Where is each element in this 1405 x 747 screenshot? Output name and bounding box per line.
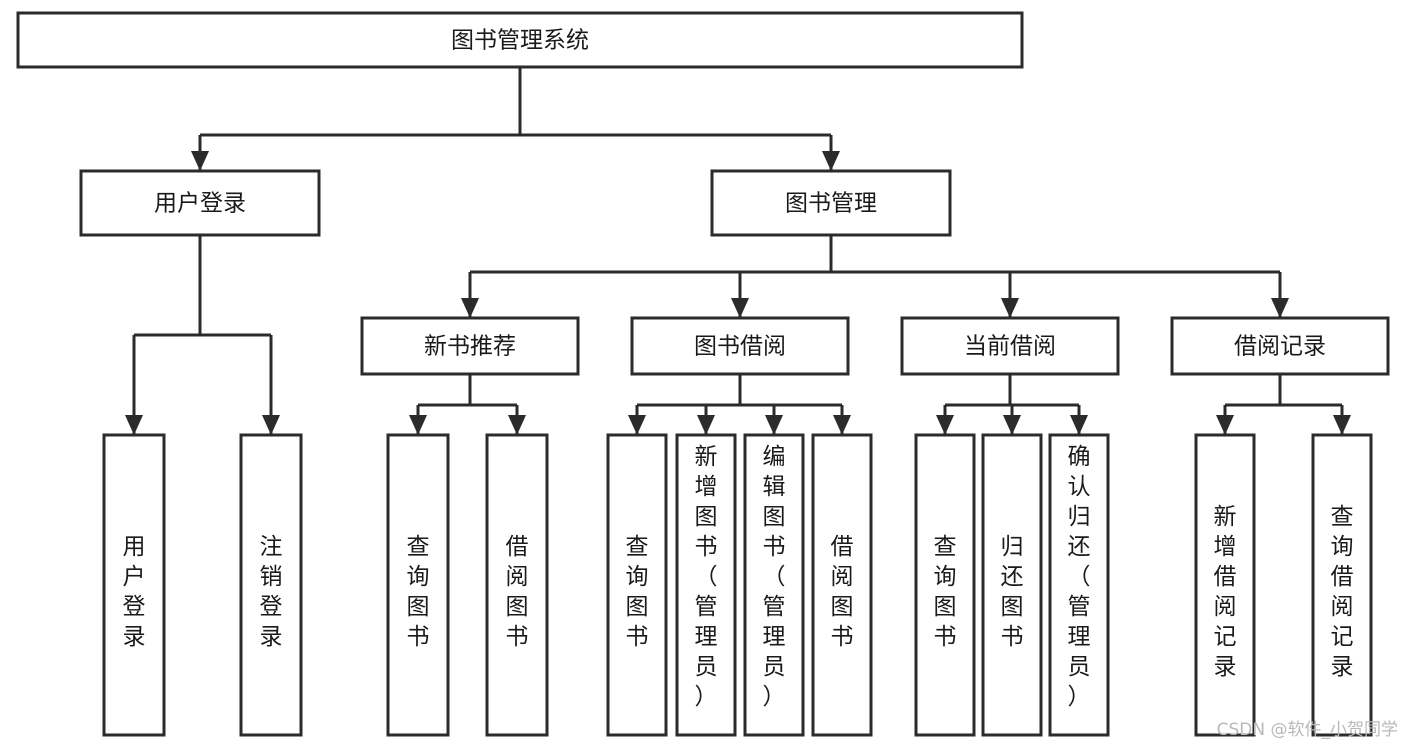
node-leaf-cur-query[interactable]: 查询图书 <box>914 433 976 737</box>
arrow-head-icon <box>508 415 526 435</box>
arrow-head-icon <box>936 415 954 435</box>
node-leaf-borrow-do[interactable]: 借阅图书 <box>811 433 873 737</box>
node-book-borrow-label: 图书借阅 <box>694 334 786 360</box>
node-leaf-user-logout-box[interactable] <box>239 433 303 737</box>
node-book-manage-box[interactable] <box>710 169 952 237</box>
arrow-head-icon <box>191 151 209 171</box>
node-leaf-user-login-label: 用户登录 <box>123 534 146 650</box>
node-leaf-cur-confirm-label: 确认归还（管理员） <box>1068 444 1091 710</box>
node-leaf-borrow-query-box[interactable] <box>606 433 668 737</box>
node-leaf-rec-borrow[interactable]: 借阅图书 <box>485 433 549 737</box>
arrow-head-icon <box>731 298 749 318</box>
node-leaf-cur-return-box[interactable] <box>981 433 1043 737</box>
node-leaf-borrow-add-label: 新增图书（管理员） <box>695 444 718 710</box>
arrow-head-icon <box>697 415 715 435</box>
node-user-login-label: 用户登录 <box>154 191 246 217</box>
node-leaf-borrow-query[interactable]: 查询图书 <box>606 433 668 737</box>
node-book-manage[interactable]: 图书管理 <box>710 169 952 237</box>
node-root-system[interactable]: 图书管理系统 <box>16 11 1024 69</box>
connector-layer <box>125 67 1351 435</box>
arrow-head-icon <box>262 415 280 435</box>
node-leaf-rec-add-label: 新增借阅记录 <box>1214 504 1237 680</box>
arrow-head-icon <box>1216 415 1234 435</box>
node-leaf-rec-add[interactable]: 新增借阅记录 <box>1194 433 1256 737</box>
node-leaf-borrow-edit[interactable]: 编辑图书（管理员） <box>743 433 805 737</box>
node-leaf-cur-query-label: 查询图书 <box>934 534 957 650</box>
arrow-head-icon <box>1003 415 1021 435</box>
node-leaf-borrow-add-box[interactable] <box>675 433 737 737</box>
node-user-login[interactable]: 用户登录 <box>79 169 321 237</box>
csdn-watermark: CSDN @软件_小贺同学 <box>1217 720 1398 740</box>
node-new-book-rec[interactable]: 新书推荐 <box>360 316 580 376</box>
node-new-book-rec-box[interactable] <box>360 316 580 376</box>
arrow-head-icon <box>1333 415 1351 435</box>
node-book-manage-label: 图书管理 <box>785 191 877 217</box>
node-leaf-rec-borrow-box[interactable] <box>485 433 549 737</box>
node-leaf-rec-query-label: 查询图书 <box>407 534 430 650</box>
arrow-head-icon <box>1001 298 1019 318</box>
node-layer: 图书管理系统用户登录图书管理新书推荐图书借阅当前借阅借阅记录用户登录注销登录查询… <box>16 11 1390 737</box>
node-leaf-rec-search-label: 查询借阅记录 <box>1331 504 1354 680</box>
arrow-head-icon <box>822 151 840 171</box>
node-leaf-cur-confirm-box[interactable] <box>1048 433 1110 737</box>
node-leaf-borrow-edit-label: 编辑图书（管理员） <box>763 444 786 710</box>
node-leaf-rec-query[interactable]: 查询图书 <box>386 433 450 737</box>
node-leaf-user-login-box[interactable] <box>102 433 166 737</box>
arrow-head-icon <box>125 415 143 435</box>
node-new-book-rec-label: 新书推荐 <box>424 334 516 360</box>
node-leaf-user-logout[interactable]: 注销登录 <box>239 433 303 737</box>
node-leaf-rec-query-box[interactable] <box>386 433 450 737</box>
node-user-login-box[interactable] <box>79 169 321 237</box>
node-current-borrow-label: 当前借阅 <box>964 334 1056 360</box>
node-leaf-cur-return[interactable]: 归还图书 <box>981 433 1043 737</box>
arrow-head-icon <box>628 415 646 435</box>
node-borrow-record-label: 借阅记录 <box>1234 334 1326 360</box>
node-book-borrow-box[interactable] <box>630 316 850 376</box>
node-leaf-user-login[interactable]: 用户登录 <box>102 433 166 737</box>
node-leaf-rec-search[interactable]: 查询借阅记录 <box>1311 433 1373 737</box>
node-leaf-rec-borrow-label: 借阅图书 <box>506 534 529 650</box>
arrow-head-icon <box>1271 298 1289 318</box>
node-root-system-label: 图书管理系统 <box>451 28 589 54</box>
node-leaf-borrow-add[interactable]: 新增图书（管理员） <box>675 433 737 737</box>
arrow-head-icon <box>409 415 427 435</box>
node-leaf-borrow-do-box[interactable] <box>811 433 873 737</box>
arrow-head-icon <box>765 415 783 435</box>
node-root-system-box[interactable] <box>16 11 1024 69</box>
node-leaf-cur-return-label: 归还图书 <box>1001 534 1024 650</box>
node-current-borrow[interactable]: 当前借阅 <box>900 316 1120 376</box>
node-leaf-rec-search-box[interactable] <box>1311 433 1373 737</box>
node-borrow-record[interactable]: 借阅记录 <box>1170 316 1390 376</box>
node-leaf-borrow-query-label: 查询图书 <box>626 534 649 650</box>
node-leaf-borrow-edit-box[interactable] <box>743 433 805 737</box>
node-leaf-user-logout-label: 注销登录 <box>260 534 283 650</box>
node-borrow-record-box[interactable] <box>1170 316 1390 376</box>
node-leaf-cur-confirm[interactable]: 确认归还（管理员） <box>1048 433 1110 737</box>
arrow-head-icon <box>833 415 851 435</box>
node-book-borrow[interactable]: 图书借阅 <box>630 316 850 376</box>
node-current-borrow-box[interactable] <box>900 316 1120 376</box>
arrow-head-icon <box>1070 415 1088 435</box>
node-leaf-cur-query-box[interactable] <box>914 433 976 737</box>
arrow-head-icon <box>461 298 479 318</box>
node-leaf-rec-add-box[interactable] <box>1194 433 1256 737</box>
node-leaf-borrow-do-label: 借阅图书 <box>831 534 854 650</box>
